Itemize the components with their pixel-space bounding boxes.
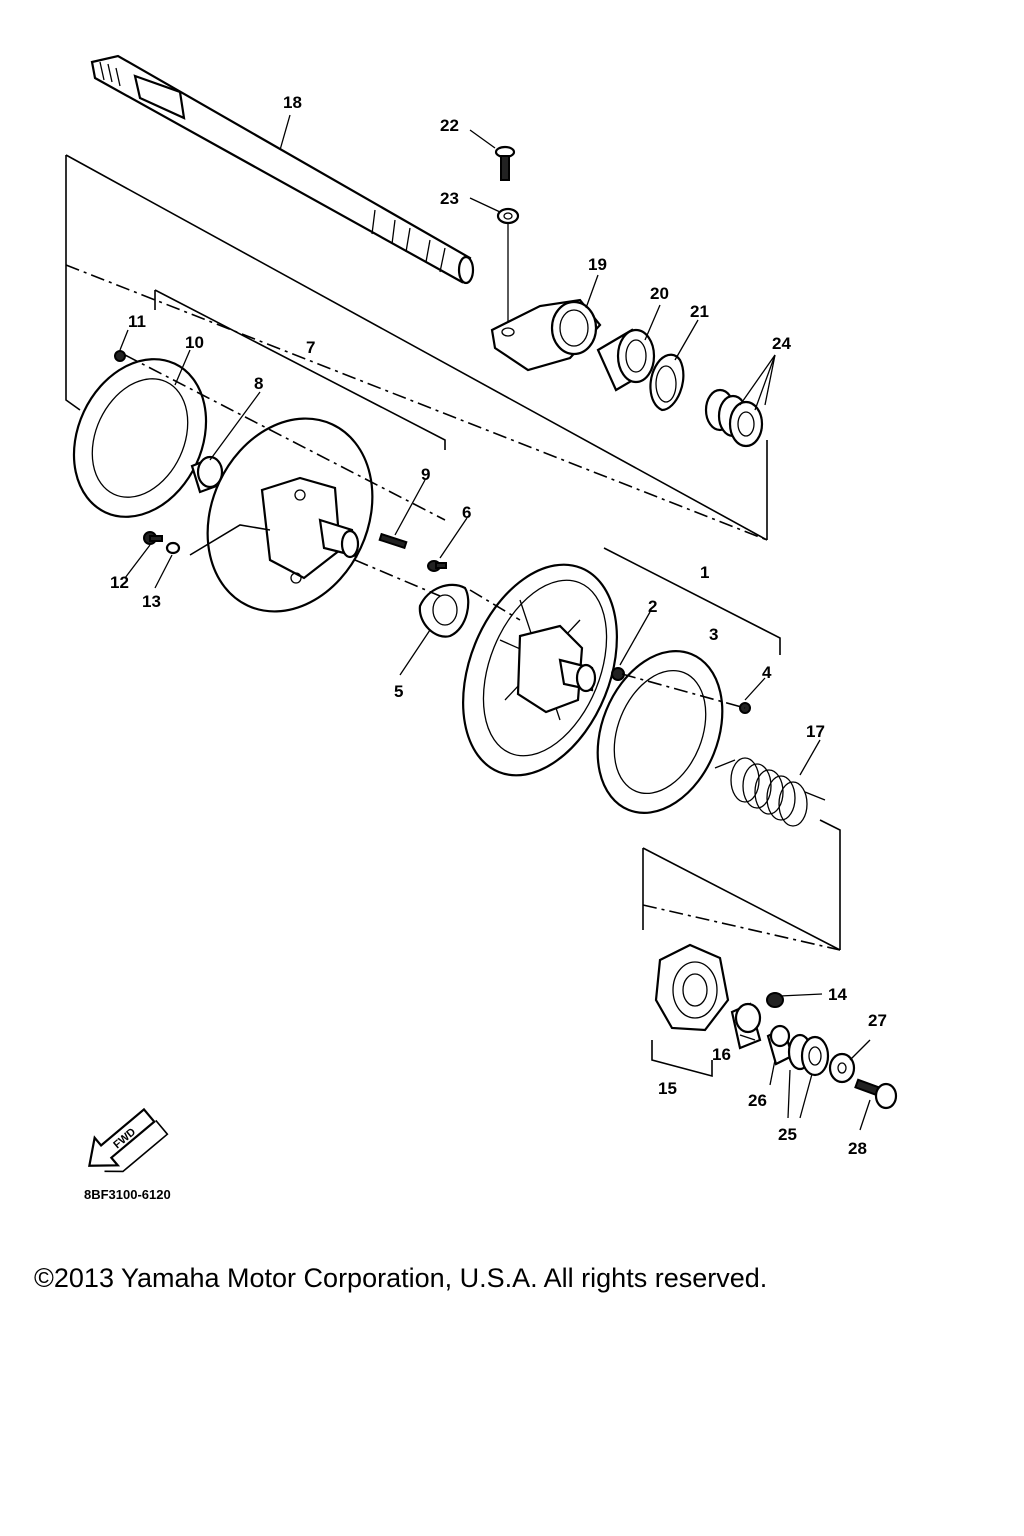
part-6-bolt: [427, 560, 447, 572]
callout-7: 7: [306, 338, 315, 357]
callout-12: 12: [110, 573, 129, 592]
part-13-washer: [165, 541, 181, 555]
callout-2: 2: [648, 597, 657, 616]
part-22-bolt: [494, 145, 516, 181]
callout-22: 22: [440, 116, 459, 135]
callout-28: 28: [848, 1139, 867, 1158]
part-9-pin: [378, 532, 408, 550]
callout-20: 20: [650, 284, 669, 303]
callout-14: 14: [828, 985, 847, 1004]
diagram-code: 8BF3100-6120: [84, 1187, 171, 1202]
callout-19: 19: [588, 255, 607, 274]
callout-21: 21: [690, 302, 709, 321]
callout-11: 11: [128, 312, 146, 331]
part-27-washer: [828, 1052, 856, 1084]
callout-16: 16: [712, 1045, 731, 1064]
callout-8: 8: [254, 374, 263, 393]
callout-10: 10: [185, 333, 204, 352]
copyright-notice: ©2013 Yamaha Motor Corporation, U.S.A. A…: [34, 1263, 767, 1293]
callout-25: 25: [778, 1125, 797, 1144]
part-14-nut: [766, 992, 784, 1008]
part-10-plate: [72, 358, 208, 518]
callout-5: 5: [394, 682, 403, 701]
callout-6: 6: [462, 503, 471, 522]
callout-18: 18: [283, 93, 302, 112]
part-15-cam: [654, 943, 730, 1032]
callout-17: 17: [806, 722, 825, 741]
part-19-bearing-housing: [490, 298, 602, 372]
callout-23: 23: [440, 189, 459, 208]
part-18-shaft: [90, 54, 475, 285]
part-28-bolt: [854, 1078, 898, 1110]
part-7-sheave: [206, 417, 374, 613]
part-25-washers: [787, 1033, 830, 1077]
part-16-bushing: [730, 1002, 762, 1050]
part-3-plate: [596, 650, 724, 814]
part-24-washers: [704, 388, 764, 448]
callout-3: 3: [709, 625, 718, 644]
assembly-lines: [65, 114, 871, 1131]
fwd-arrow-icon: FWD: [88, 1107, 169, 1173]
callout-26: 26: [748, 1091, 767, 1110]
callout-4: 4: [762, 663, 772, 682]
part-5-plate: [418, 583, 470, 638]
callout-27: 27: [868, 1011, 887, 1030]
callout-9: 9: [421, 465, 430, 484]
part-12-bolt: [143, 531, 163, 545]
callout-24: 24: [772, 334, 791, 353]
part-1-sheave-assembly: [462, 563, 618, 777]
part-21-circlip: [649, 353, 685, 412]
part-8-bushing: [190, 455, 224, 494]
part-26-collar: [766, 1024, 794, 1066]
callout-15: 15: [658, 1079, 677, 1098]
part-11-screw: [114, 350, 126, 362]
part-23-washer: [496, 207, 520, 225]
callout-13: 13: [142, 592, 161, 611]
callout-1: 1: [700, 563, 709, 582]
part-17-spring: [714, 757, 826, 827]
part-20-bearing: [596, 328, 656, 392]
